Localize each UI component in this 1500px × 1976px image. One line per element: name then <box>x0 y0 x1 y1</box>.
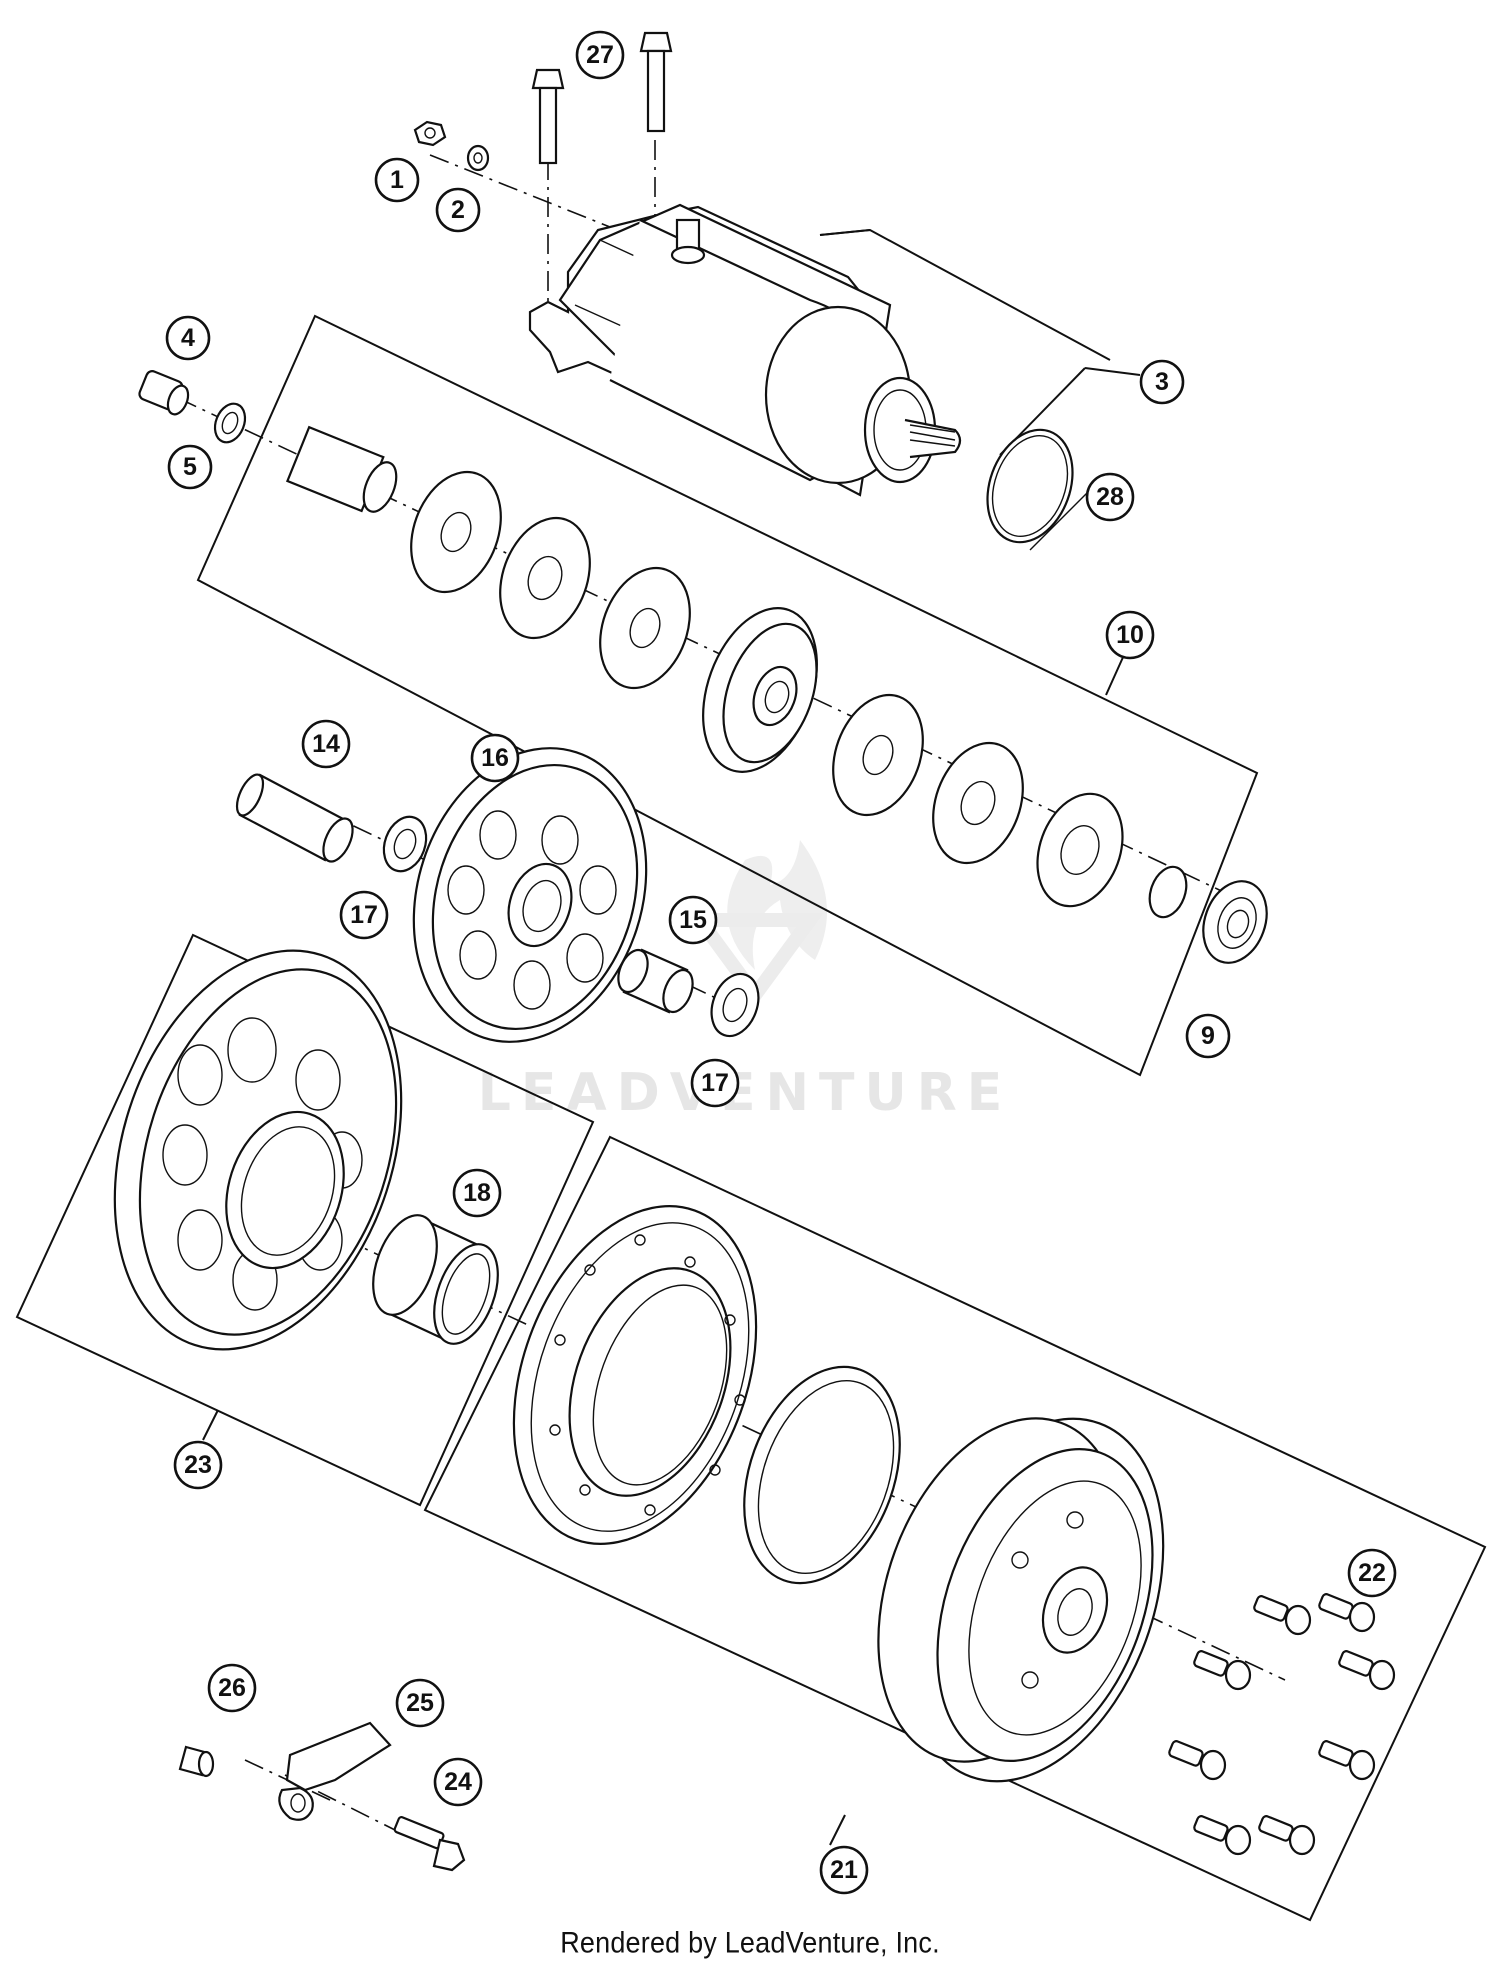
freewheel-ring <box>743 1365 901 1585</box>
group-box-23 <box>15 933 595 1507</box>
lever-25 <box>278 1721 392 1821</box>
starter-motor-3 <box>528 203 962 497</box>
callout-5: 5 <box>167 444 213 490</box>
watermark: LEADVENTURE <box>478 840 1013 1123</box>
washer-17-lower <box>710 972 760 1038</box>
callout-label: 4 <box>181 324 195 352</box>
callout-label: 22 <box>1358 1559 1386 1587</box>
gear-16 <box>412 747 648 1043</box>
callout-label: 26 <box>218 1674 246 1702</box>
gear-23 <box>113 949 403 1351</box>
thrust-washer-2 <box>599 566 691 690</box>
bushing-15 <box>617 948 694 1014</box>
freewheel-housing <box>512 1205 758 1545</box>
bolt-24 <box>393 1816 466 1872</box>
callout-label: 21 <box>830 1856 858 1884</box>
callout-label: 3 <box>1155 368 1169 396</box>
callout-3: 3 <box>1139 359 1185 405</box>
callout-17-upper: 17 <box>339 890 389 940</box>
thrust-washer-4 <box>1036 792 1124 908</box>
bolts-22 <box>1168 1593 1396 1856</box>
pinion-gear <box>285 425 398 513</box>
thrust-washer-3 <box>832 693 924 817</box>
callout-14: 14 <box>301 719 351 769</box>
o-ring-28 <box>986 428 1074 544</box>
rotor-21 <box>877 1417 1165 1783</box>
callout-22: 22 <box>1347 1548 1397 1598</box>
callout-label: 27 <box>586 41 614 69</box>
callout-1: 1 <box>374 157 420 203</box>
callout-label: 14 <box>312 730 340 758</box>
callout-label: 17 <box>701 1069 729 1097</box>
group-box-10 <box>196 314 1259 1077</box>
callout-label: 17 <box>350 901 378 929</box>
nut-1 <box>413 120 447 147</box>
washer-17-upper <box>382 815 428 873</box>
washer-5 <box>213 402 247 444</box>
callout-27: 27 <box>575 30 625 80</box>
callout-24: 24 <box>433 1757 483 1807</box>
callout-label: 23 <box>184 1451 212 1479</box>
shaft-14 <box>235 773 354 863</box>
callout-16: 16 <box>470 733 520 783</box>
callout-label: 10 <box>1116 621 1144 649</box>
callout-label: 28 <box>1096 483 1124 511</box>
callout-18: 18 <box>452 1168 502 1218</box>
bearing-9 <box>1202 880 1268 964</box>
thrust-washer-1 <box>410 470 502 594</box>
callout-label: 9 <box>1201 1022 1215 1050</box>
callout-2: 2 <box>435 187 481 233</box>
leader-lines <box>1029 489 1091 551</box>
callout-26: 26 <box>207 1663 257 1713</box>
callout-label: 2 <box>451 196 465 224</box>
callout-28: 28 <box>1085 472 1135 522</box>
spline-washer-2 <box>932 741 1024 865</box>
watermark-text: LEADVENTURE <box>478 1063 1013 1123</box>
callout-23: 23 <box>173 1440 223 1490</box>
callout-label: 5 <box>183 453 197 481</box>
callout-4: 4 <box>165 315 211 361</box>
circlip <box>1148 865 1188 919</box>
callout-10: 10 <box>1105 610 1155 660</box>
callout-17-lower: 17 <box>690 1058 740 1108</box>
callouts: 1 2 3 4 5 9 10 14 15 16 17 17 18 21 22 2… <box>165 30 1397 1895</box>
callout-label: 16 <box>481 744 509 772</box>
callout-label: 15 <box>679 906 707 934</box>
bushing-26 <box>178 1745 215 1778</box>
spline-washer-1 <box>499 516 591 640</box>
callout-label: 25 <box>406 1689 434 1717</box>
callout-21: 21 <box>819 1845 869 1895</box>
bushing-4 <box>138 370 190 416</box>
bolt-27-left <box>531 68 565 165</box>
bolt-27-right <box>639 31 673 133</box>
callout-label: 18 <box>463 1179 491 1207</box>
idler-gear-10 <box>702 607 818 773</box>
sleeve-18 <box>372 1214 499 1345</box>
callout-label: 24 <box>444 1768 472 1796</box>
group-box-21 <box>423 1135 1487 1922</box>
callout-label: 1 <box>390 166 404 194</box>
callout-15: 15 <box>668 895 718 945</box>
footer-credit: Rendered by LeadVenture, Inc. <box>560 1926 940 1960</box>
callout-9: 9 <box>1185 1013 1231 1059</box>
washer-2 <box>466 144 490 172</box>
callout-25: 25 <box>395 1678 445 1728</box>
